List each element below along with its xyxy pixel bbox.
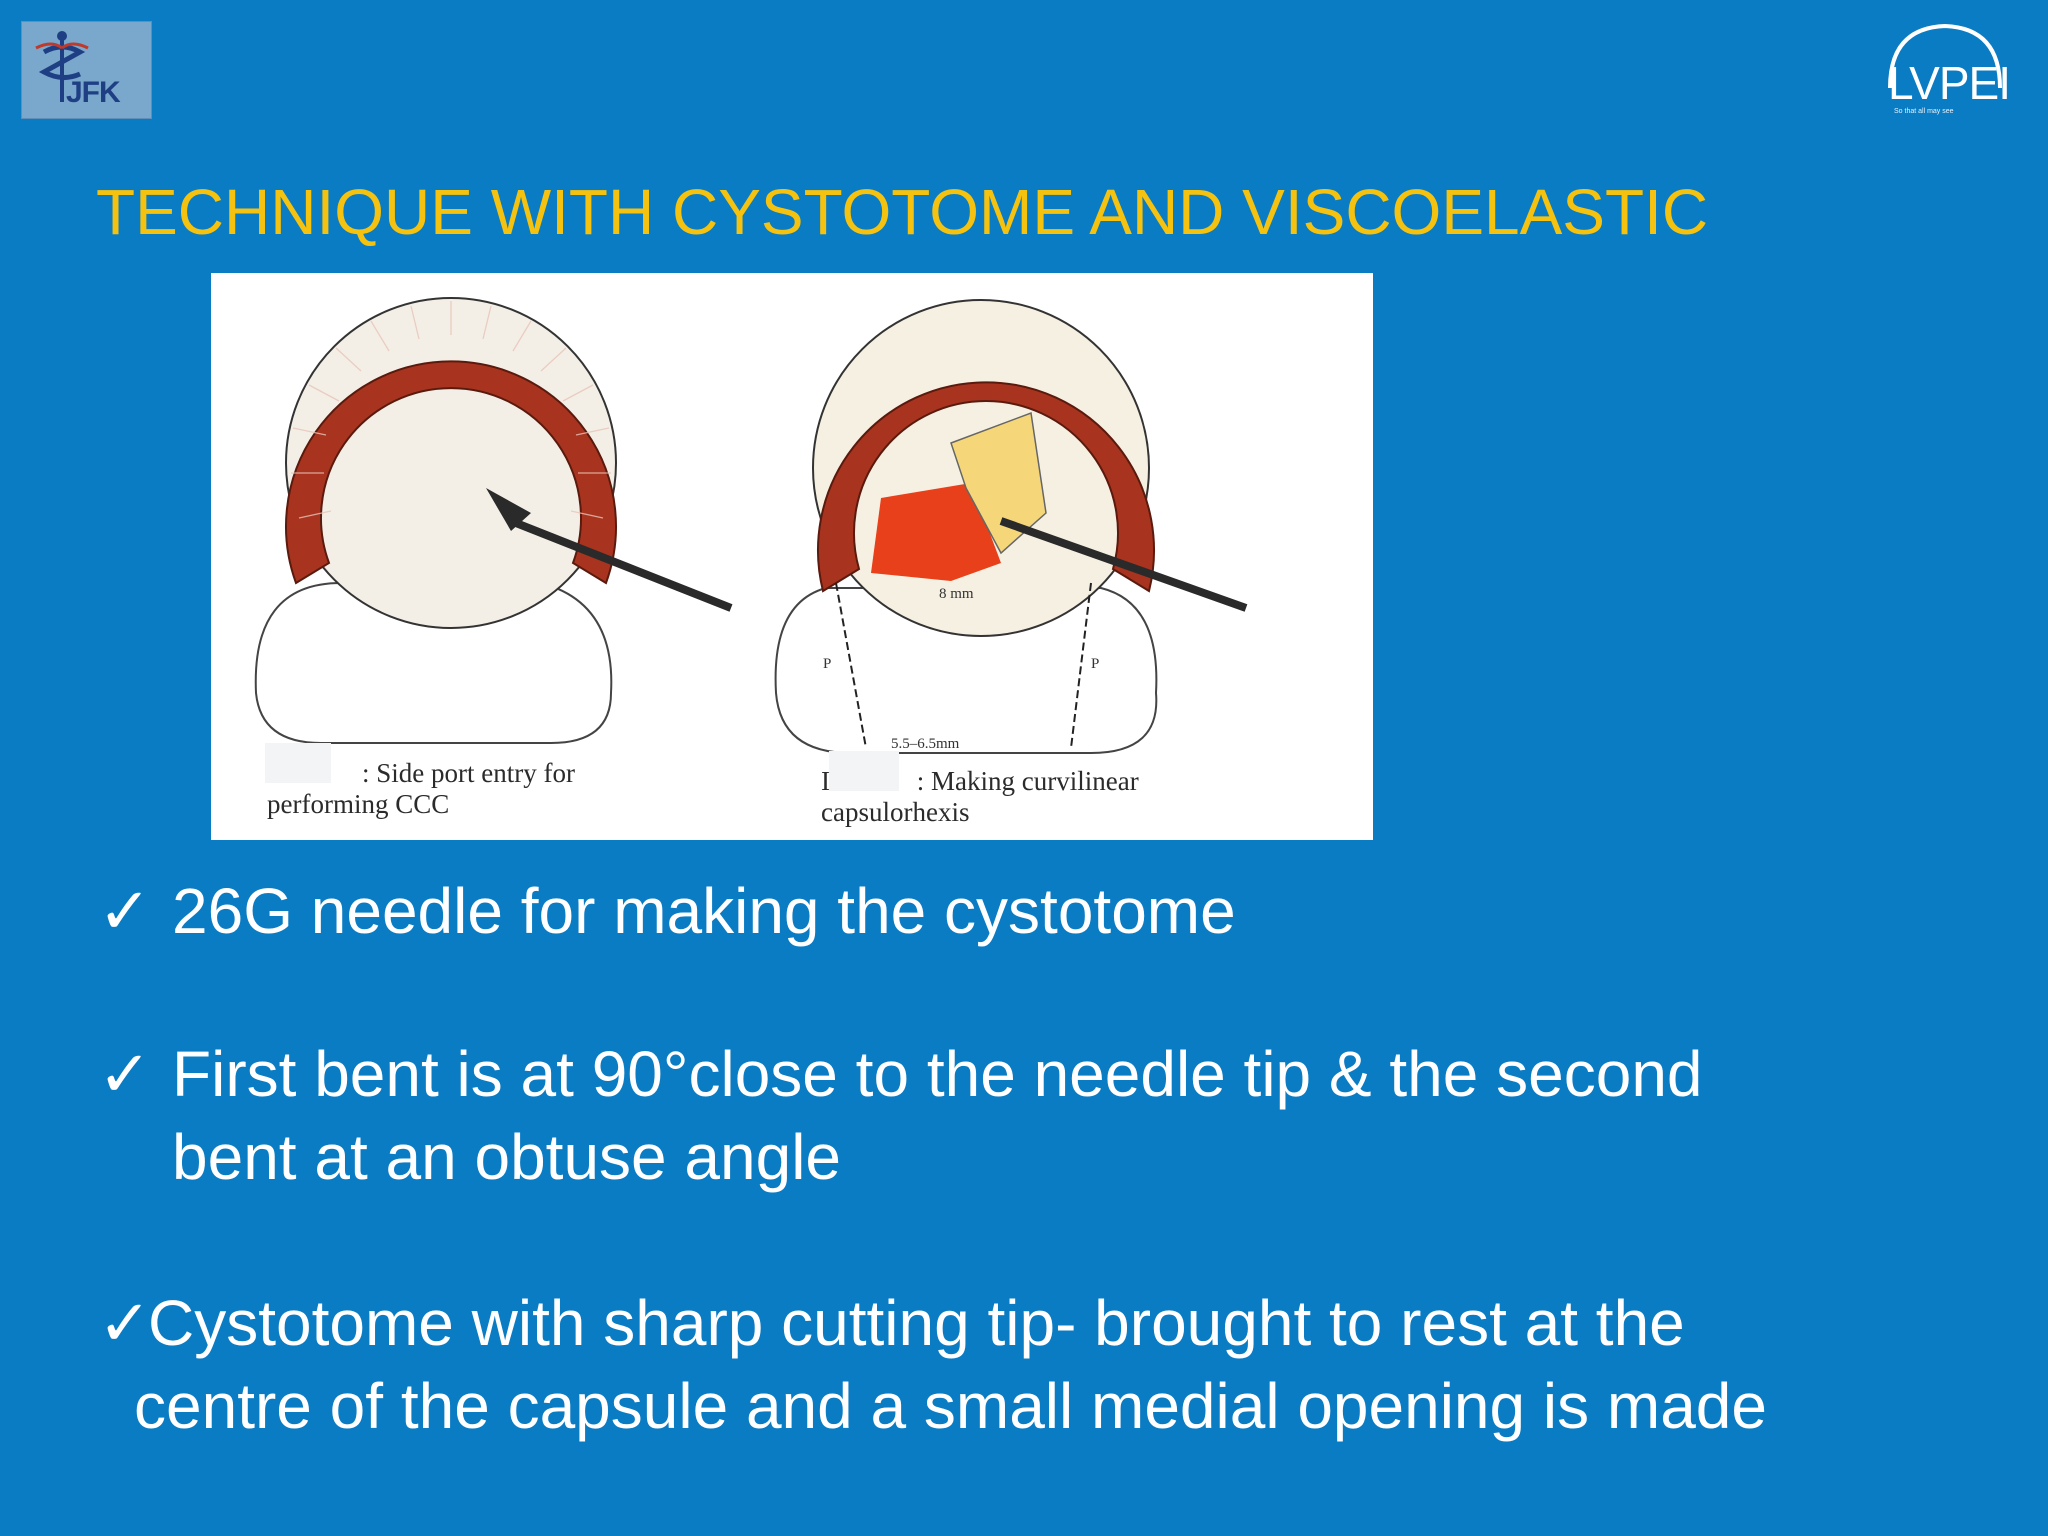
bullet-3-line2: centre of the capsule and a small medial… — [134, 1370, 1767, 1442]
lvpei-tagline: So that all may see — [1894, 108, 1954, 115]
bullet-1-text: 26G needle for making the cystotome — [172, 875, 1236, 947]
bullet-2-line1: First bent is at 90°close to the needle … — [172, 1038, 1703, 1110]
label-p-right: P — [1091, 656, 1099, 672]
label-range: 5.5–6.5mm — [891, 736, 960, 752]
lvpei-logo: LVPEI So that all may see — [1880, 18, 2011, 128]
checkmark-icon: ✓ — [98, 1038, 152, 1110]
caption-left-line2: performing CCC — [267, 789, 450, 819]
jfk-logo: JFK — [21, 21, 152, 119]
caption-right-line1: : Making curvilinear — [916, 766, 1139, 796]
bullet-2-line2: bent at an obtuse angle — [172, 1121, 841, 1193]
label-p-left: P — [823, 656, 831, 672]
redaction-box-right — [829, 751, 899, 791]
slide-title: TECHNIQUE WITH CYSTOTOME AND VISCOELASTI… — [96, 176, 1709, 248]
caduceus-icon — [35, 31, 89, 102]
bullet-1: ✓ 26G needle for making the cystotome — [98, 870, 1236, 953]
jfk-logo-text: JFK — [66, 76, 121, 109]
bullet-3-line1: Cystotome with sharp cutting tip- brough… — [148, 1287, 1685, 1359]
figure-illustration: 8 mm 5.5–6.5mm P P — [254, 297, 1248, 754]
lvpei-arc-icon — [1888, 23, 2002, 89]
right-eye-drawing — [774, 299, 1248, 754]
redaction-box-left — [265, 743, 331, 783]
caption-left-line1: : Side port entry for — [362, 758, 575, 788]
checkmark-icon: ✓ — [98, 1287, 152, 1359]
bullet-2: ✓ First bent is at 90°close to the needl… — [98, 1033, 1703, 1193]
checkmark-icon: ✓ — [98, 875, 152, 947]
caption-right: I : Making curvilinear capsulorhexis — [821, 766, 1139, 828]
caption-right-prefix: I — [821, 766, 830, 796]
capsulorhexis-figure: 8 mm 5.5–6.5mm P P : Side port entry for… — [211, 273, 1373, 840]
left-eye-drawing — [254, 297, 733, 744]
caption-right-line2: capsulorhexis — [821, 797, 970, 827]
bullet-2-text: First bent is at 90°close to the needle … — [172, 1033, 1703, 1199]
caption-left: : Side port entry for performing CCC — [267, 758, 575, 820]
lvpei-logo-text: LVPEI — [1888, 57, 2011, 109]
bullet-3: ✓ Cystotome with sharp cutting tip- brou… — [98, 1282, 1767, 1442]
label-8mm: 8 mm — [939, 586, 974, 602]
